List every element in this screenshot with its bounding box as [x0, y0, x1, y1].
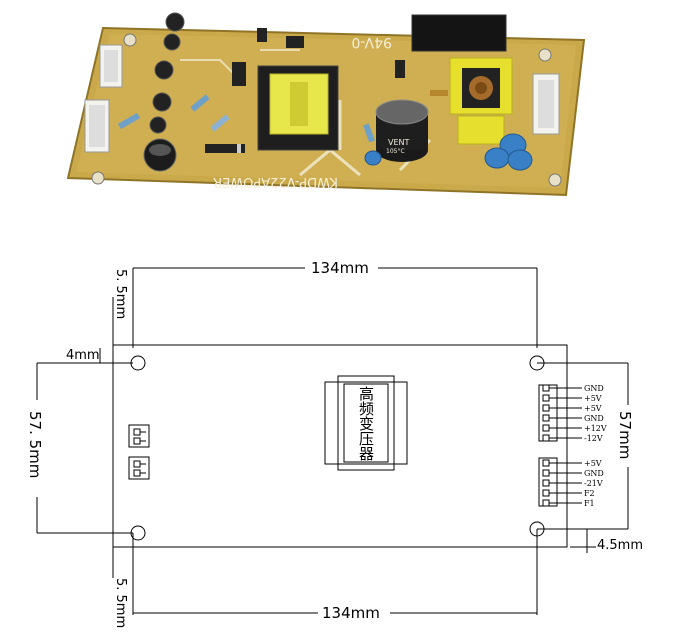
pin-label-upper-6: -12V — [584, 434, 603, 443]
photo-capacitors — [143, 12, 185, 172]
left-height-label: 57. 5mm — [26, 411, 44, 478]
mount-hole-top-left — [130, 355, 146, 371]
right-offset-label: 4.5mm — [597, 538, 643, 553]
offset-bottom-left-label: 5. 5mm — [113, 578, 128, 628]
photo-flammability-marking: 94V-0 — [351, 34, 392, 50]
transformer-label: 高频变压器 — [357, 386, 375, 461]
photo-resistors — [117, 90, 448, 143]
lower-connector-pin-5 — [542, 499, 550, 507]
pin-label-lower-5: F1 — [584, 499, 595, 508]
transformer-outline — [324, 375, 408, 471]
photo-transformer — [257, 65, 339, 151]
photo-mount-hole-tr — [538, 48, 552, 62]
photo-board-marking: KWDP-V22APOWER — [213, 174, 338, 189]
photo-left-connector-top — [99, 44, 123, 88]
photo-mount-hole-br — [548, 173, 562, 187]
right-connector-upper — [538, 384, 582, 442]
photo-y-capacitors — [364, 133, 533, 171]
upper-connector-pin-3 — [542, 404, 550, 412]
pin-label-lower-1: +5V — [584, 459, 602, 468]
pin-label-lower-2: GND — [584, 469, 604, 478]
pin-label-upper-3: +5V — [584, 404, 602, 413]
photo-input-connector — [532, 73, 560, 135]
hole-inset-label: 4mm — [66, 348, 100, 363]
photo-capacitor-brand: VENT — [388, 138, 410, 147]
photo-main-capacitor: VENT 105°C — [375, 99, 429, 162]
left-connector-upper — [128, 424, 150, 448]
right-connector-lower — [538, 457, 582, 507]
mount-hole-bottom-left — [130, 525, 146, 541]
upper-connector-pin-4 — [542, 414, 550, 422]
photo-relay — [411, 14, 513, 115]
width-top-label: 134mm — [311, 259, 369, 277]
pin-label-lower-3: -21V — [584, 479, 603, 488]
upper-connector-pin-6 — [542, 434, 550, 442]
lower-connector-pin-4 — [542, 489, 550, 497]
photo-mount-hole-bl — [91, 171, 105, 185]
photo-mount-hole-tl — [123, 33, 137, 47]
pin-label-upper-1: GND — [584, 384, 604, 393]
pin-label-upper-4: GND — [584, 414, 604, 423]
pcb-photo: VENT 105°C KWDP-V22APOWER 94V-0 — [66, 12, 586, 197]
right-height-label: 57mm — [616, 411, 634, 459]
offset-top-left-label: 5. 5mm — [113, 269, 128, 319]
lower-connector-pin-3 — [542, 479, 550, 487]
photo-diode — [205, 144, 245, 153]
dimension-drawing: 134mm 5. 5mm 4mm 57. 5mm 高频变压器 — [26, 259, 643, 628]
upper-connector-pin-2 — [542, 394, 550, 402]
pin-label-upper-5: +12V — [584, 424, 607, 433]
photo-x-capacitor — [457, 115, 505, 145]
photo-left-connector-bottom — [84, 99, 110, 153]
pin-label-upper-2: +5V — [584, 394, 602, 403]
upper-connector-pin-1 — [542, 384, 550, 392]
lower-connector-pin-1 — [542, 459, 550, 467]
upper-connector-pin-5 — [542, 424, 550, 432]
left-connector-lower — [128, 456, 150, 480]
pin-label-lower-4: F2 — [584, 489, 595, 498]
photo-capacitor-rating: 105°C — [386, 148, 405, 155]
width-bottom-label: 134mm — [322, 604, 380, 622]
lower-connector-pin-2 — [542, 469, 550, 477]
board-outline — [112, 344, 568, 548]
